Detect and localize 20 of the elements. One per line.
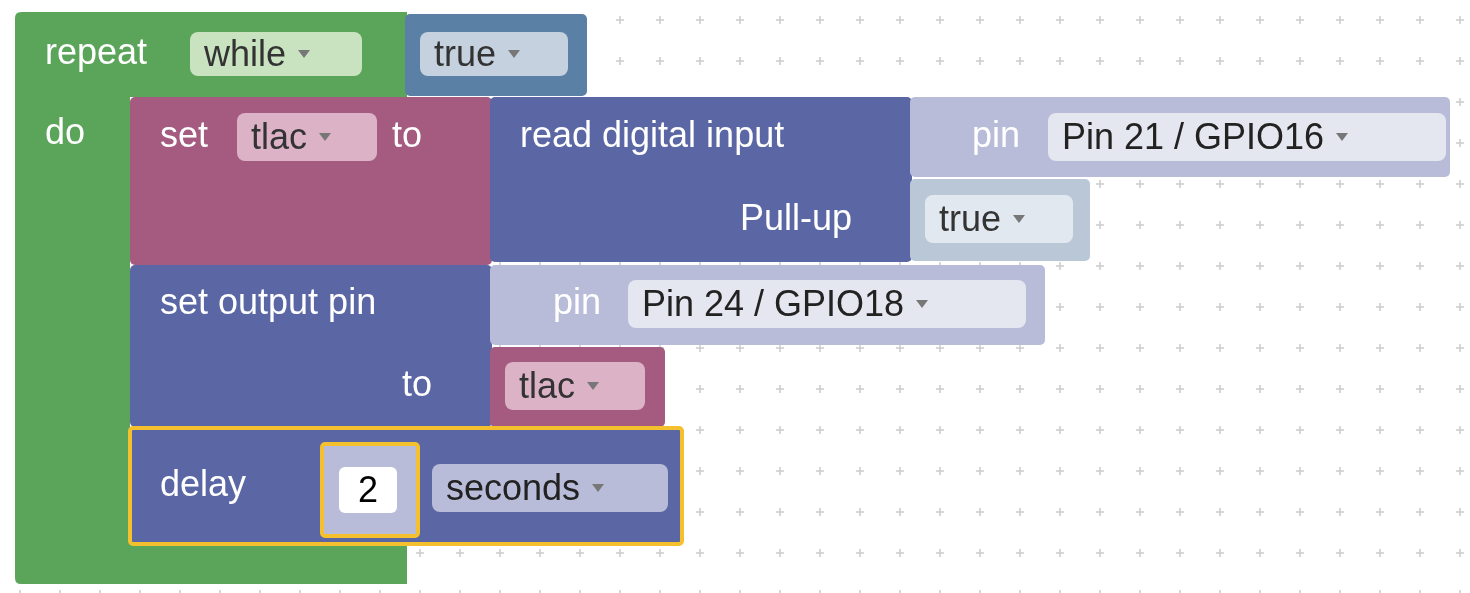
block-label: do <box>45 110 86 154</box>
block-label: delay <box>160 462 247 506</box>
block-label: repeat <box>45 30 148 74</box>
dropdown-field: tlac <box>505 362 645 410</box>
dropdown-field: seconds <box>432 464 668 512</box>
dropdown-field: Pin 21 / GPIO16 <box>1048 113 1446 161</box>
block-label: set output pin <box>160 280 377 324</box>
dropdown-field: tlac <box>237 113 377 161</box>
block-label: to <box>392 113 423 157</box>
dropdown-field: Pin 24 / GPIO18 <box>628 280 1026 328</box>
dropdown-field: true <box>925 195 1073 243</box>
number-field: 2 <box>339 467 397 513</box>
block-label: Pull-up <box>739 196 852 240</box>
dropdown-field: true <box>420 32 568 76</box>
block-label: pin <box>553 280 602 324</box>
dropdown-field: while <box>190 32 362 76</box>
block-label: set <box>160 113 209 157</box>
block-label: read digital input <box>520 113 785 157</box>
block-label: pin <box>972 113 1021 157</box>
block-label: to <box>401 362 432 406</box>
